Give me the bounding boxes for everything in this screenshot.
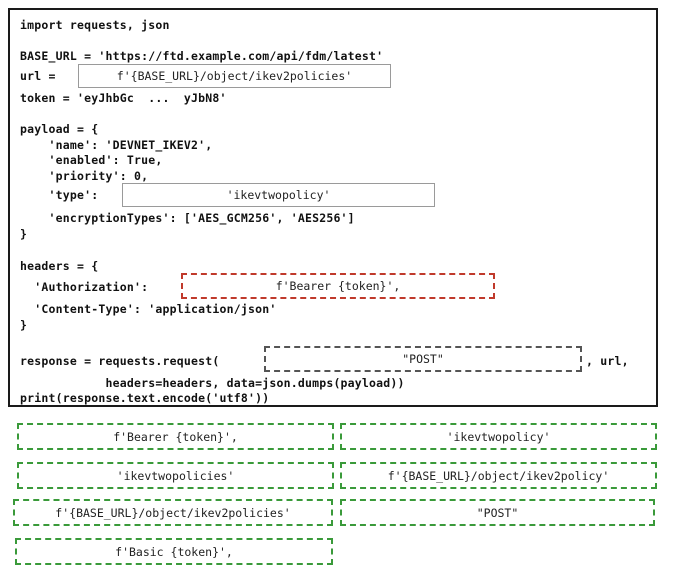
code-line-headers-args: headers=headers, data=json.dumps(payload…: [20, 376, 405, 390]
option-url-ikev2policies[interactable]: f'{BASE_URL}/object/ikev2policies': [13, 499, 333, 526]
code-line-url-prefix: url =: [20, 69, 63, 83]
code-line-auth-prefix: 'Authorization':: [20, 280, 156, 294]
code-line-enabled: 'enabled': True,: [20, 153, 163, 167]
code-line-encryption-types: 'encryptionTypes': ['AES_GCM256', 'AES25…: [20, 211, 355, 225]
code-line-close-headers: }: [20, 318, 28, 332]
type-drop-slot[interactable]: 'ikevtwopolicy': [122, 183, 435, 207]
code-line-base-url: BASE_URL = 'https://ftd.example.com/api/…: [20, 49, 384, 63]
option-url-ikev2policy[interactable]: f'{BASE_URL}/object/ikev2policy': [340, 462, 657, 489]
code-line-response-prefix: response = requests.request(: [20, 354, 220, 368]
code-line-content-type: 'Content-Type': 'application/json': [20, 302, 277, 316]
option-bearer-token[interactable]: f'Bearer {token}',: [17, 423, 334, 450]
code-line-close-payload: }: [20, 227, 28, 241]
code-line-response-suffix: , url,: [586, 354, 629, 368]
option-basic-token[interactable]: f'Basic {token}',: [15, 538, 333, 565]
authorization-drop-slot[interactable]: f'Bearer {token}',: [181, 273, 495, 299]
code-line-name: 'name': 'DEVNET_IKEV2',: [20, 138, 213, 152]
code-line-priority: 'priority': 0,: [20, 169, 149, 183]
url-drop-slot[interactable]: f'{BASE_URL}/object/ikev2policies': [78, 64, 391, 88]
method-drop-slot[interactable]: "POST": [264, 346, 582, 372]
code-line-headers-open: headers = {: [20, 259, 99, 273]
option-post[interactable]: "POST": [340, 499, 655, 526]
code-line-type-prefix: 'type':: [20, 188, 106, 202]
option-ikevtwopolicies[interactable]: 'ikevtwopolicies': [17, 462, 334, 489]
code-panel: import requests, json BASE_URL = 'https:…: [8, 8, 658, 407]
code-line-import: import requests, json: [20, 18, 170, 32]
code-line-payload-open: payload = {: [20, 122, 99, 136]
option-ikevtwopolicy[interactable]: 'ikevtwopolicy': [340, 423, 657, 450]
code-line-token: token = 'eyJhbGc ... yJbN8': [20, 91, 227, 105]
code-line-print: print(response.text.encode('utf8')): [20, 391, 270, 405]
